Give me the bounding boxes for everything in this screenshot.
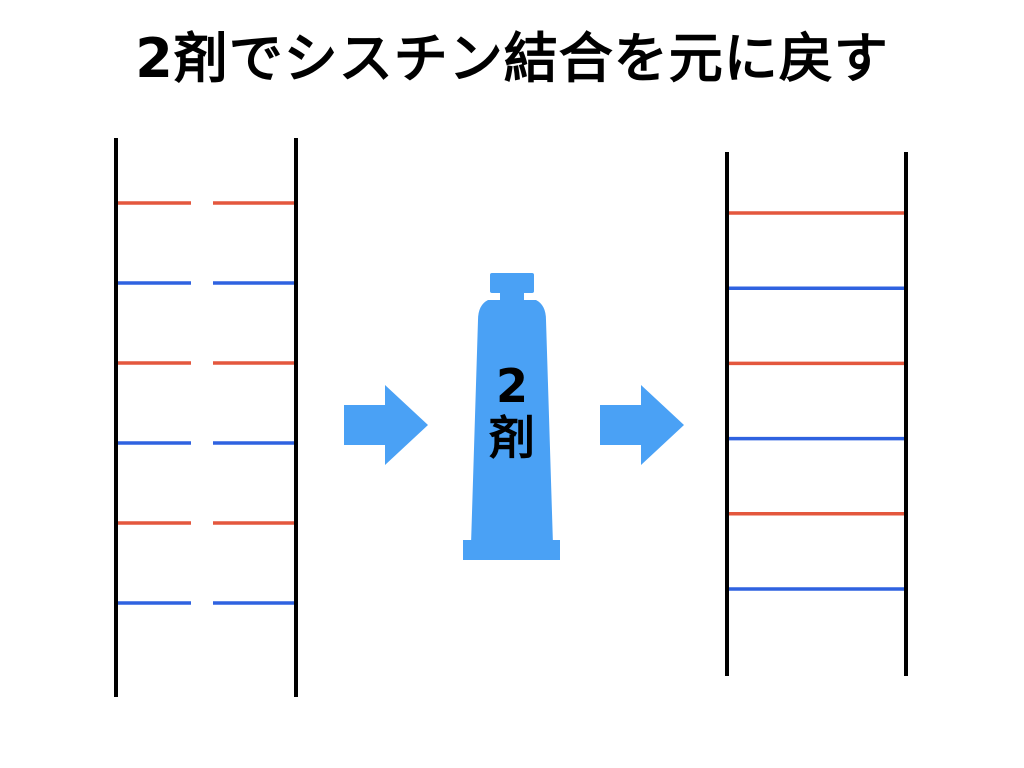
tube-cap: [490, 273, 534, 293]
tube-body: [471, 300, 553, 545]
tube-icon: [463, 273, 560, 560]
ladder-after: [725, 152, 908, 676]
tube-neck: [500, 290, 524, 300]
tube-label-line2: 剤: [489, 411, 535, 465]
tube-crimp: [463, 540, 560, 560]
right-ladder-rungs: [729, 211, 904, 591]
left-ladder-rungs: [118, 201, 294, 605]
tube-label-line1: 2: [495, 359, 528, 413]
arrow-right-icon: [600, 385, 684, 465]
page-title: 2剤でシスチン結合を元に戻す: [135, 27, 889, 90]
tube-label: 2 剤: [462, 360, 562, 464]
arrow-right-icon: [344, 385, 428, 465]
ladder-before: [114, 138, 298, 697]
